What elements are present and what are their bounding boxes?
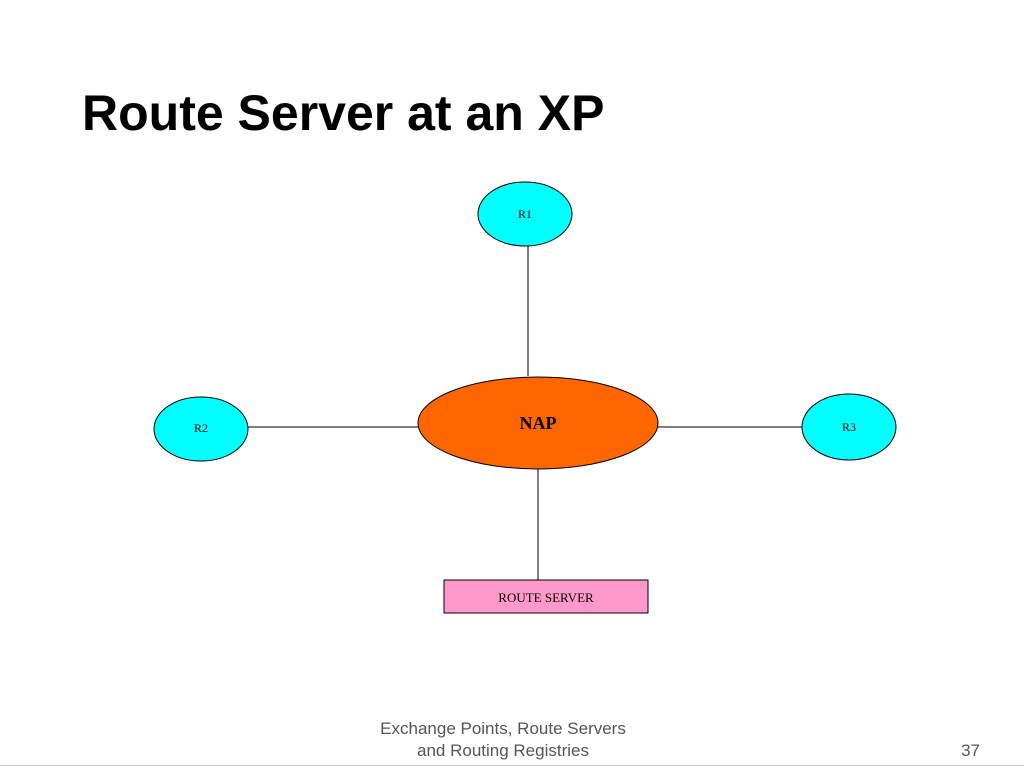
node-r3-shape bbox=[801, 393, 897, 461]
node-r3-label: R3 bbox=[842, 420, 856, 434]
node-route-server-shape bbox=[443, 579, 649, 614]
node-r2-label: R2 bbox=[194, 421, 208, 435]
slide-title: Route Server at an XP bbox=[82, 85, 605, 141]
node-r3: R3 bbox=[801, 393, 897, 461]
node-r2: R2 bbox=[153, 396, 249, 462]
footer-line-1: Exchange Points, Route Servers bbox=[380, 719, 626, 738]
footer-line-2: and Routing Registries bbox=[417, 741, 589, 760]
footer-divider bbox=[0, 765, 1024, 766]
node-nap: NAP bbox=[417, 376, 659, 470]
node-r1: R1 bbox=[477, 181, 573, 247]
node-r2-shape bbox=[153, 396, 249, 462]
node-r1-label: R1 bbox=[518, 207, 532, 221]
slide-footer: Exchange Points, Route Servers and Routi… bbox=[330, 718, 676, 762]
node-route-server: ROUTE SERVER bbox=[443, 579, 649, 614]
page-number: 37 bbox=[961, 741, 980, 760]
node-route-server-label: ROUTE SERVER bbox=[498, 590, 594, 605]
node-nap-label: NAP bbox=[520, 413, 557, 433]
node-nap-shape bbox=[417, 376, 659, 470]
node-r1-shape bbox=[477, 181, 573, 247]
